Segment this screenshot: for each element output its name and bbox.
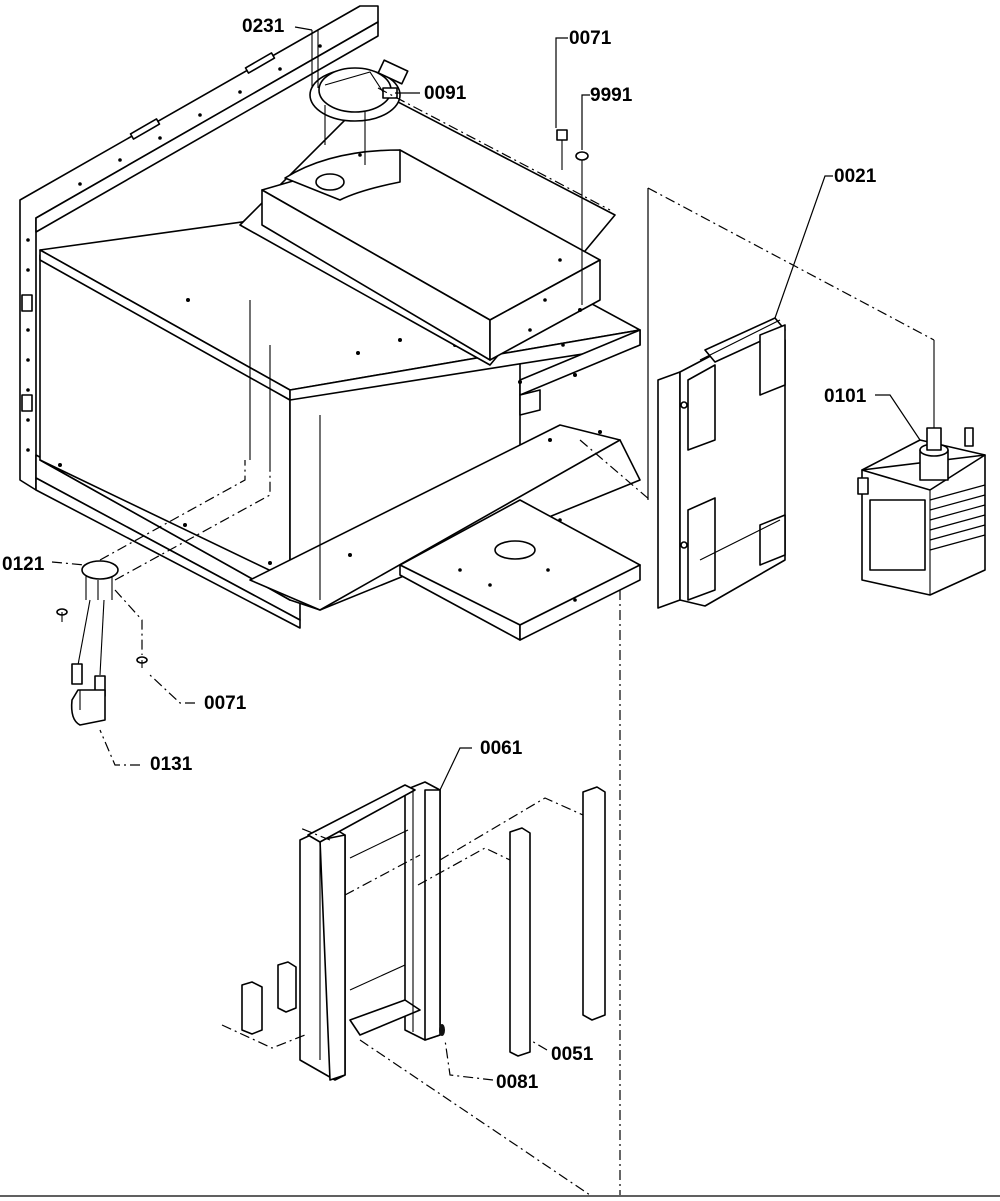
callout-0021: 0021 <box>834 166 877 187</box>
callout-0231: 0231 <box>242 16 285 37</box>
callout-0061: 0061 <box>480 738 523 759</box>
fuse-0131 <box>70 689 106 726</box>
waveguide <box>239 89 616 366</box>
callout-0131: 0131 <box>150 754 193 775</box>
spacer-posts <box>241 786 606 1057</box>
small-screws <box>56 608 148 668</box>
bracket-0021 <box>657 317 786 609</box>
front-frame <box>19 5 379 629</box>
callout-0081: 0081 <box>496 1072 539 1093</box>
callout-0101: 0101 <box>824 386 867 407</box>
callout-0071-top: 0071 <box>569 28 612 49</box>
callout-leaders <box>51 26 921 1081</box>
top-screws <box>556 129 589 305</box>
assembly-lines <box>0 87 1000 1197</box>
callout-0051: 0051 <box>551 1044 594 1065</box>
stirrer-motor-0091 <box>309 30 409 165</box>
callout-0071-left: 0071 <box>204 693 247 714</box>
frame-0061 <box>299 781 441 1081</box>
callout-0121: 0121 <box>2 554 45 575</box>
base-plate <box>399 499 641 641</box>
callout-labels: 0231 0071 0091 9991 0021 0101 0121 0071 … <box>2 16 877 1093</box>
thermal-cutout-0121 <box>71 560 119 697</box>
callout-9991: 9991 <box>590 85 633 106</box>
magnetron-0101 <box>857 340 986 596</box>
callout-0091: 0091 <box>424 83 467 104</box>
